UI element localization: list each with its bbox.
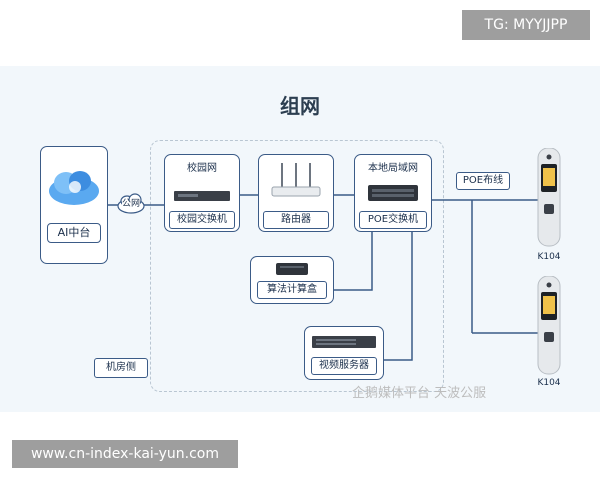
brand-watermark: 企鹅媒体平台 天波公服 (352, 386, 487, 401)
ai-center-box: AI中台 (40, 146, 108, 264)
public-net-cloud-icon (117, 193, 145, 214)
campus-switch-label: 校园交换机 (169, 211, 235, 229)
line-poe-to-algo (334, 230, 373, 291)
terminal-2-label: K104 (537, 378, 561, 388)
algo-box-label: 算法计算盒 (257, 281, 327, 299)
poe-switch-box: 本地局域网 POE交换机 (354, 154, 432, 232)
switch-device-icon (174, 191, 230, 201)
ai-center-label: AI中台 (47, 223, 101, 243)
machine-room-zone (150, 140, 444, 392)
poe-switch-label: POE交换机 (359, 211, 427, 229)
public-net-label: 公网 (121, 199, 140, 209)
poe-cabling-label: POE布线 (456, 172, 510, 190)
face-terminal-icon (537, 148, 561, 247)
line-poe-to-video (384, 230, 413, 361)
router-label: 路由器 (263, 211, 329, 229)
url-watermark: www.cn-index-kai-yun.com (12, 440, 238, 468)
diagram-title: 组网 (280, 94, 320, 118)
campus-switch-box: 校园网 校园交换机 (164, 154, 240, 232)
tg-watermark: TG: MYYJJPP (462, 10, 590, 40)
terminal-1-label: K104 (537, 252, 561, 262)
router-device-icon (271, 163, 321, 197)
video-server-box: 视频服务器 (304, 326, 384, 380)
cloud-brain-icon (49, 171, 99, 205)
compute-box-icon (276, 263, 308, 275)
face-terminal-icon (537, 276, 561, 375)
machine-room-label: 机房侧 (94, 358, 148, 378)
video-server-label: 视频服务器 (311, 357, 377, 375)
lan-label: 本地局域网 (368, 163, 418, 174)
campus-net-label: 校园网 (187, 163, 217, 174)
poe-switch-device-icon (368, 185, 418, 201)
algo-box: 算法计算盒 (250, 256, 334, 304)
server-device-icon (312, 336, 376, 348)
router-box: 路由器 (258, 154, 334, 232)
